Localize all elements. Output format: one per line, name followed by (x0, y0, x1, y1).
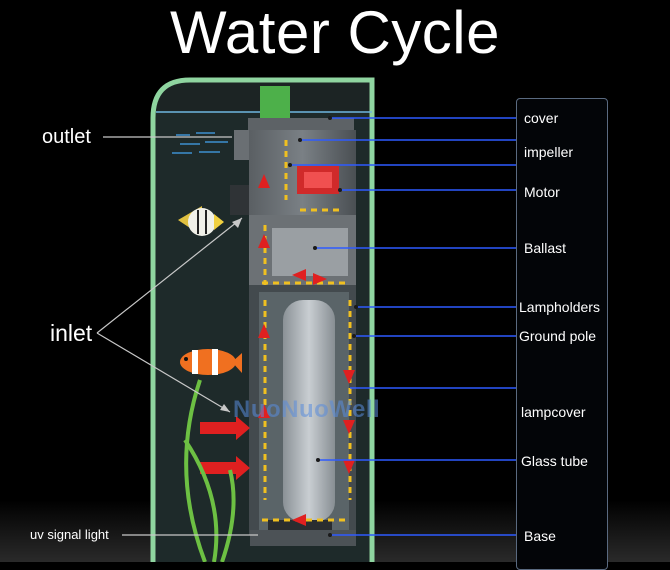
part-label-ballast: Ballast (524, 240, 567, 256)
part-label-lampholders: Lampholders (519, 299, 600, 315)
leader-lines (290, 117, 516, 536)
callout-arrowheads (220, 218, 242, 412)
ripples (172, 132, 228, 154)
part-label-glass-tube: Glass tube (521, 453, 588, 469)
uv-signal-light-label: uv signal light (30, 527, 109, 542)
part-label-motor: Motor (524, 184, 560, 200)
filter-unit (230, 86, 356, 546)
watermark: NuoNuoWell (233, 396, 381, 423)
diagram-title: Water Cycle (170, 0, 500, 66)
part-label-lampcover: lampcover (521, 404, 586, 420)
callout-lines (96, 136, 258, 536)
aquatic-plant (183, 379, 236, 563)
part-label-impeller: impeller (524, 144, 574, 160)
inlet-label: inlet (50, 320, 93, 346)
parts-panel (516, 98, 608, 570)
clownfish (180, 349, 242, 375)
part-label-base: Base (524, 528, 556, 544)
part-label-cover: cover (524, 110, 559, 126)
angelfish (178, 206, 224, 236)
flow-arrows (200, 174, 355, 526)
leader-dots (288, 116, 358, 537)
part-label-ground-pole: Ground pole (519, 328, 597, 344)
outlet-label: outlet (42, 126, 91, 148)
